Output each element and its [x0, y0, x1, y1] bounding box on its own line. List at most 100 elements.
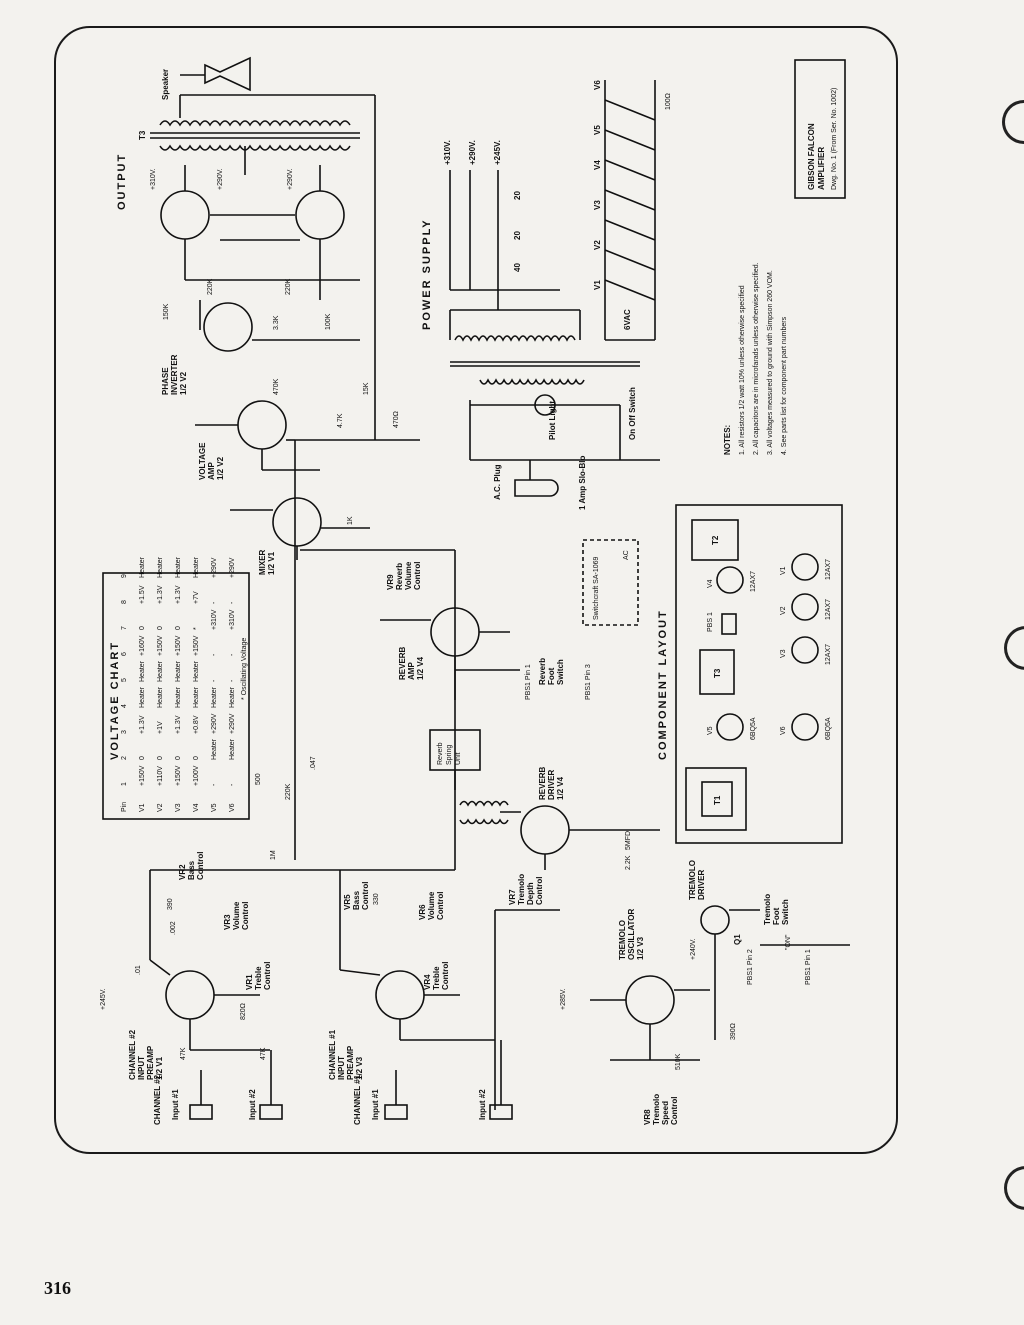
svg-text:Spring: Spring — [446, 745, 453, 765]
ch2-input2-label: Input #2 — [248, 1089, 257, 1120]
ch2-preamp-label: CHANNEL #2 INPUT PREAMP 1/2 V1 — [128, 1029, 164, 1080]
heater-voltage: 6VAC — [623, 309, 632, 330]
voltage-chart-cell: Heater — [157, 556, 164, 578]
voltage-chart-cell: 6 — [121, 652, 128, 656]
svg-text:.01: .01 — [135, 965, 142, 975]
svg-text:2.2K: 2.2K — [625, 855, 632, 870]
title-line3: Dwg. No. 1 (From Ser. No. 1002) — [831, 88, 838, 190]
supply-290v: +290V. — [468, 140, 477, 165]
voltage-chart-cell: Heater — [139, 556, 146, 578]
svg-text:Speed: Speed — [661, 1101, 670, 1125]
voltage-chart-header: V1 — [139, 803, 146, 812]
voltage-chart-cell: Heater — [157, 686, 164, 708]
svg-text:OSCILLATOR: OSCILLATOR — [627, 909, 636, 960]
svg-text:Control: Control — [436, 892, 445, 920]
voltage-chart-cell: Heater — [175, 556, 182, 578]
voltage-chart-cell: +110V — [157, 766, 164, 786]
svg-text:330: 330 — [373, 893, 380, 905]
ch1-input2-label: Input #2 — [478, 1089, 487, 1120]
svg-text:VOLTAGE: VOLTAGE — [198, 442, 207, 480]
svg-text:TREMOLO: TREMOLO — [688, 860, 697, 900]
voltage-chart-cell: Heater — [211, 738, 218, 760]
svg-text:6BQ5A: 6BQ5A — [750, 717, 757, 740]
pilot-light-label: Pilot Light — [548, 401, 557, 440]
svg-text:1/2 V2: 1/2 V2 — [179, 371, 188, 395]
svg-text:Q1: Q1 — [733, 934, 742, 945]
svg-text:500: 500 — [255, 773, 262, 785]
voltage-chart-cell: +1.3V — [175, 715, 182, 734]
title-line2: AMPLIFIER — [817, 147, 826, 190]
vr6-volume-control: VR6 Volume Control — [418, 891, 445, 920]
svg-text:Volume: Volume — [232, 901, 241, 930]
voltage-chart-cell: +1.3V — [139, 715, 146, 734]
pbs1-pin3: PBS1 Pin 3 — [585, 664, 592, 700]
svg-text:Reverb: Reverb — [538, 658, 547, 685]
voltage-chart-cell: Heater — [157, 660, 164, 682]
output-v1: +310V. — [150, 168, 157, 190]
svg-text:1/2 V1: 1/2 V1 — [267, 551, 276, 575]
svg-text:12AX7: 12AX7 — [825, 644, 832, 665]
vr8-tremolo-speed-control: VR8 Tremolo Speed Control — [643, 1094, 679, 1125]
svg-text:Control: Control — [196, 852, 205, 880]
voltage-chart-cell: +150V — [175, 635, 182, 656]
ac-plug-label: A.C. Plug — [493, 464, 502, 500]
svg-text:VR3: VR3 — [223, 914, 232, 930]
switchcraft-label: Switchcraft SA-1069 — [593, 556, 600, 620]
vr4-treble-control: VR4 Treble Control — [423, 962, 450, 990]
voltage-chart-cell: +290V — [229, 713, 236, 734]
voltage-chart-cell: 1 — [121, 782, 128, 786]
voltage-chart-cell: 3 — [121, 730, 128, 734]
svg-text:.002: .002 — [170, 921, 177, 935]
svg-text:T3: T3 — [713, 668, 722, 678]
svg-text:Control: Control — [263, 962, 272, 990]
voltage-chart-cell: - — [211, 653, 218, 656]
svg-text:PBS 1: PBS 1 — [707, 612, 714, 632]
voltage-chart-cell: +290V — [211, 713, 218, 734]
svg-text:12AX7: 12AX7 — [825, 559, 832, 580]
svg-text:4.7K: 4.7K — [337, 413, 344, 428]
note-3: 3. All voltages measured to ground with … — [767, 270, 774, 455]
svg-text:Volume: Volume — [404, 561, 413, 590]
svg-text:Switch: Switch — [781, 899, 790, 925]
svg-text:Unit: Unit — [455, 752, 462, 765]
svg-text:Volume: Volume — [427, 891, 436, 920]
voltage-chart-cell: 7 — [121, 626, 128, 630]
voltage-chart-cell: Heater — [229, 738, 236, 760]
filter-cap-3: 40 — [513, 263, 522, 272]
voltage-chart-header: V5 — [211, 803, 218, 812]
voltage-chart-cell: Heater — [139, 686, 146, 708]
voltage-chart-cell: Heater — [175, 660, 182, 682]
svg-text:Control: Control — [441, 962, 450, 990]
svg-text:150K: 150K — [163, 303, 170, 320]
reverb-amp-label: REVERB AMP 1/2 V4 — [398, 646, 425, 680]
svg-text:Foot: Foot — [547, 667, 556, 685]
tremolo-foot-switch-label: Tremolo Foot Switch — [763, 894, 790, 925]
svg-text:V4: V4 — [707, 579, 714, 588]
svg-text:47K: 47K — [180, 1047, 187, 1060]
svg-text:PHASE: PHASE — [161, 367, 170, 395]
svg-text:390Ω: 390Ω — [730, 1023, 737, 1040]
voltage-chart-cell: +1.3V — [157, 585, 164, 604]
svg-text:820Ω: 820Ω — [240, 1003, 247, 1020]
pbs1-pin2: PBS1 Pin 2 — [747, 949, 754, 985]
svg-text:VR6: VR6 — [418, 904, 427, 920]
svg-text:Tremolo: Tremolo — [763, 894, 772, 925]
svg-text:PREAMP: PREAMP — [146, 1045, 155, 1080]
heater-tube-labels: V1 V2 V3 V4 V5 V6 — [593, 80, 602, 290]
voltage-chart-header: V6 — [229, 803, 236, 812]
note-1: 1. All resistors 1/2 watt 10% unless oth… — [739, 285, 746, 455]
svg-text:Control: Control — [670, 1097, 679, 1125]
tremolo-oscillator-label: TREMOLO OSCILLATOR 1/2 V3 — [618, 909, 645, 960]
voltage-chart-cell: Heater — [175, 686, 182, 708]
voltage-chart-cell: +150V — [175, 765, 182, 786]
svg-text:220K: 220K — [285, 783, 292, 800]
svg-text:VR9: VR9 — [386, 574, 395, 590]
vr2-bass-control: VR2 Bass Control — [178, 852, 205, 880]
svg-text:1/2 V2: 1/2 V2 — [216, 456, 225, 480]
voltage-amp-label: VOLTAGE AMP 1/2 V2 — [198, 442, 225, 480]
svg-text:1/2 V3: 1/2 V3 — [636, 936, 645, 960]
reverb-foot-switch-label: Reverb Foot Switch — [538, 658, 565, 685]
switch-ac-label: AC — [623, 550, 630, 560]
svg-text:REVERB: REVERB — [538, 766, 547, 800]
